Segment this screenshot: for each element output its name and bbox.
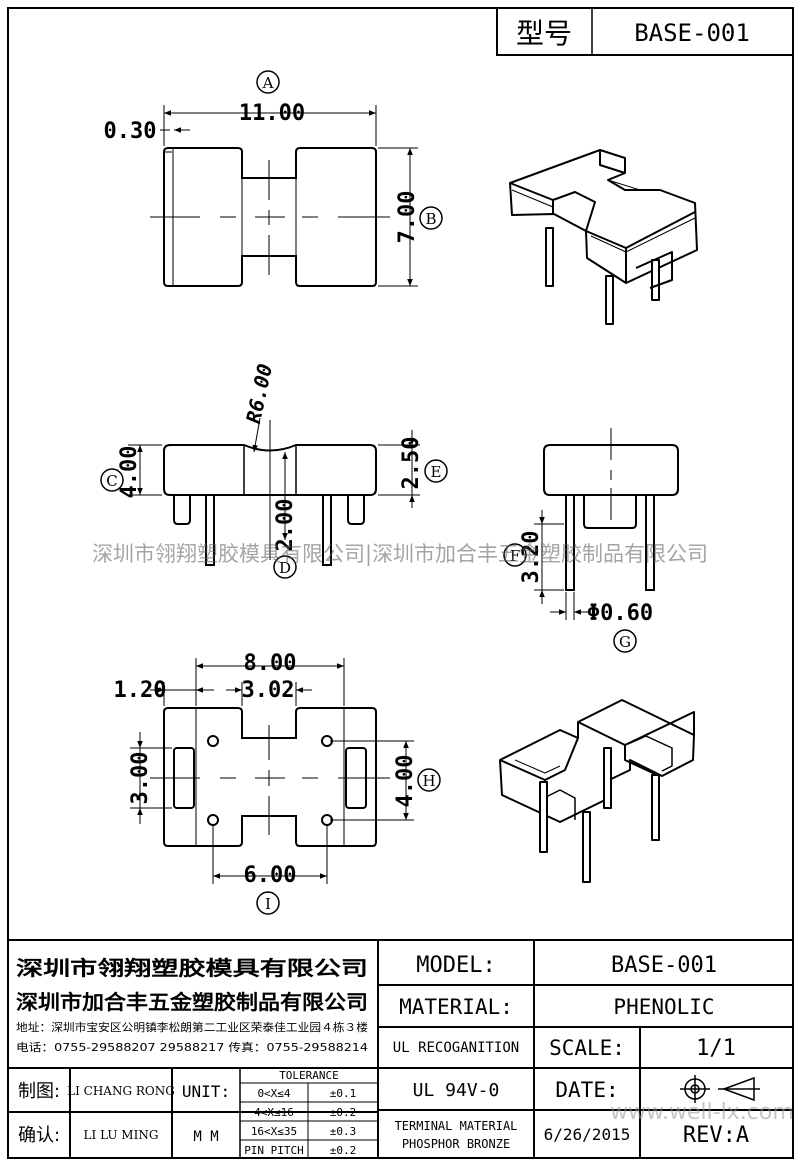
scale-value: 1/1 <box>696 1036 736 1061</box>
checked-label: 确认: <box>18 1125 60 1146</box>
checked-by: LI LU MING <box>84 1128 159 1142</box>
terminal-label: TERMINAL MATERIAL <box>395 1119 518 1133</box>
circle-label-c: C <box>100 468 124 492</box>
circle-label-e: E <box>424 459 448 483</box>
tolerance-range: 16<X≤35 <box>251 1125 297 1138</box>
model-value: BASE-001 <box>611 953 717 978</box>
tolerance-title: TOLERANCE <box>279 1069 339 1082</box>
svg-text:A: A <box>262 74 274 92</box>
model-label: MODEL: <box>416 953 495 978</box>
svg-text:C: C <box>106 472 117 490</box>
side-view <box>534 428 679 620</box>
scale-label: SCALE: <box>549 1036 625 1060</box>
circle-label-a: A <box>256 70 280 94</box>
top-view-outline <box>163 147 377 287</box>
front-view <box>128 417 420 566</box>
svg-text:B: B <box>425 210 436 228</box>
tolerance-value: ±0.3 <box>330 1125 357 1138</box>
bottom-left-height-dim: 3.00 <box>128 752 153 805</box>
material-label: MATERIAL: <box>399 995 513 1019</box>
circle-label-d: D <box>273 555 297 579</box>
company-name-2: 深圳市加合丰五金塑胶制品有限公司 <box>16 990 368 1014</box>
drawn-label: 制图: <box>18 1081 60 1102</box>
company-address: 地址：深圳市宝安区公明镇李松朗第二工业区荣泰佳工业园４栋３楼 <box>16 1020 368 1034</box>
drawing-border <box>7 7 794 1159</box>
bottom-outer-width-dim: 8.00 <box>244 651 297 676</box>
bottom-view-outline <box>163 707 377 847</box>
top-width-dim: 11.00 <box>239 101 305 126</box>
front-view-outline <box>163 444 377 496</box>
tolerance-value: ±0.2 <box>330 1144 357 1157</box>
top-offset-dim: 0.30 <box>104 119 157 144</box>
front-radius-dim: R6.00 <box>241 362 277 426</box>
top-height-dim: 7.00 <box>395 191 420 244</box>
bottom-pin-spacing-dim: 6.00 <box>244 863 297 888</box>
terminal-value: PHOSPHOR BRONZE <box>402 1137 510 1151</box>
company-name-1: 深圳市翎翔塑胶模具有限公司 <box>16 956 368 980</box>
svg-text:E: E <box>431 463 442 481</box>
bottom-view <box>130 658 414 884</box>
circle-label-i: I <box>256 891 280 915</box>
isometric-view-bottom <box>499 699 695 883</box>
circle-label-h: H <box>417 768 441 792</box>
date-label: DATE: <box>555 1078 618 1102</box>
tolerance-value: ±0.1 <box>330 1087 357 1100</box>
unit-value: M M <box>193 1129 218 1145</box>
date-value: 6/26/2015 <box>544 1125 631 1144</box>
projection-symbol <box>680 1075 760 1103</box>
tolerance-range: PIN PITCH <box>244 1144 304 1157</box>
svg-text:H: H <box>422 772 435 790</box>
tolerance-value: ±0.2 <box>330 1106 357 1119</box>
svg-text:D: D <box>279 559 291 577</box>
rev-label: REV:A <box>683 1123 749 1148</box>
side-pin-diameter-dim: Φ0.60 <box>587 601 653 626</box>
top-view <box>150 105 418 287</box>
bottom-left-offset-dim: 1.20 <box>114 678 167 703</box>
ul-label: UL RECOGANITION <box>393 1040 519 1056</box>
header-type-label: 型号 <box>516 17 572 50</box>
unit-label: UNIT: <box>182 1082 230 1101</box>
watermark-text: 深圳市翎翔塑胶模具有限公司|深圳市加合丰五金塑胶制品有限公司 <box>91 542 709 566</box>
bottom-slot-dim: 3.02 <box>242 678 295 703</box>
svg-text:F: F <box>510 547 520 565</box>
front-right-height-dim: 2.50 <box>399 437 424 490</box>
title-block <box>8 939 793 1158</box>
isometric-view-top <box>509 149 698 325</box>
tolerance-range: 0<X≤4 <box>257 1087 290 1100</box>
svg-text:I: I <box>265 895 271 913</box>
circle-label-g: G <box>613 629 637 653</box>
material-value: PHENOLIC <box>613 995 714 1019</box>
bottom-right-height-dim: 4.00 <box>393 755 418 808</box>
svg-text:G: G <box>619 633 631 651</box>
side-pin-length-dim: 3.20 <box>519 531 544 584</box>
watermark-site: www.well-lx.com <box>610 1100 794 1125</box>
header-box: 型号 BASE-001 <box>496 7 794 56</box>
front-pin-length-dim: 2.00 <box>273 499 298 552</box>
circle-label-f: F <box>503 543 527 567</box>
header-type-value: BASE-001 <box>634 19 750 47</box>
ul-value: UL 94V-0 <box>413 1080 500 1101</box>
front-left-height-dim: 4.00 <box>117 446 142 499</box>
drawn-by: LI CHANG RONG <box>67 1084 175 1098</box>
tolerance-range: 4<X≤16 <box>254 1106 294 1119</box>
company-phone: 电话：0755-29588207 29588217 传真：0755-295882… <box>16 1040 368 1054</box>
circle-label-b: B <box>419 206 443 230</box>
tolerance-table: 0<X≤4 ±0.1 4<X≤16 ±0.2 16<X≤35 ±0.3 PIN … <box>244 1087 356 1157</box>
